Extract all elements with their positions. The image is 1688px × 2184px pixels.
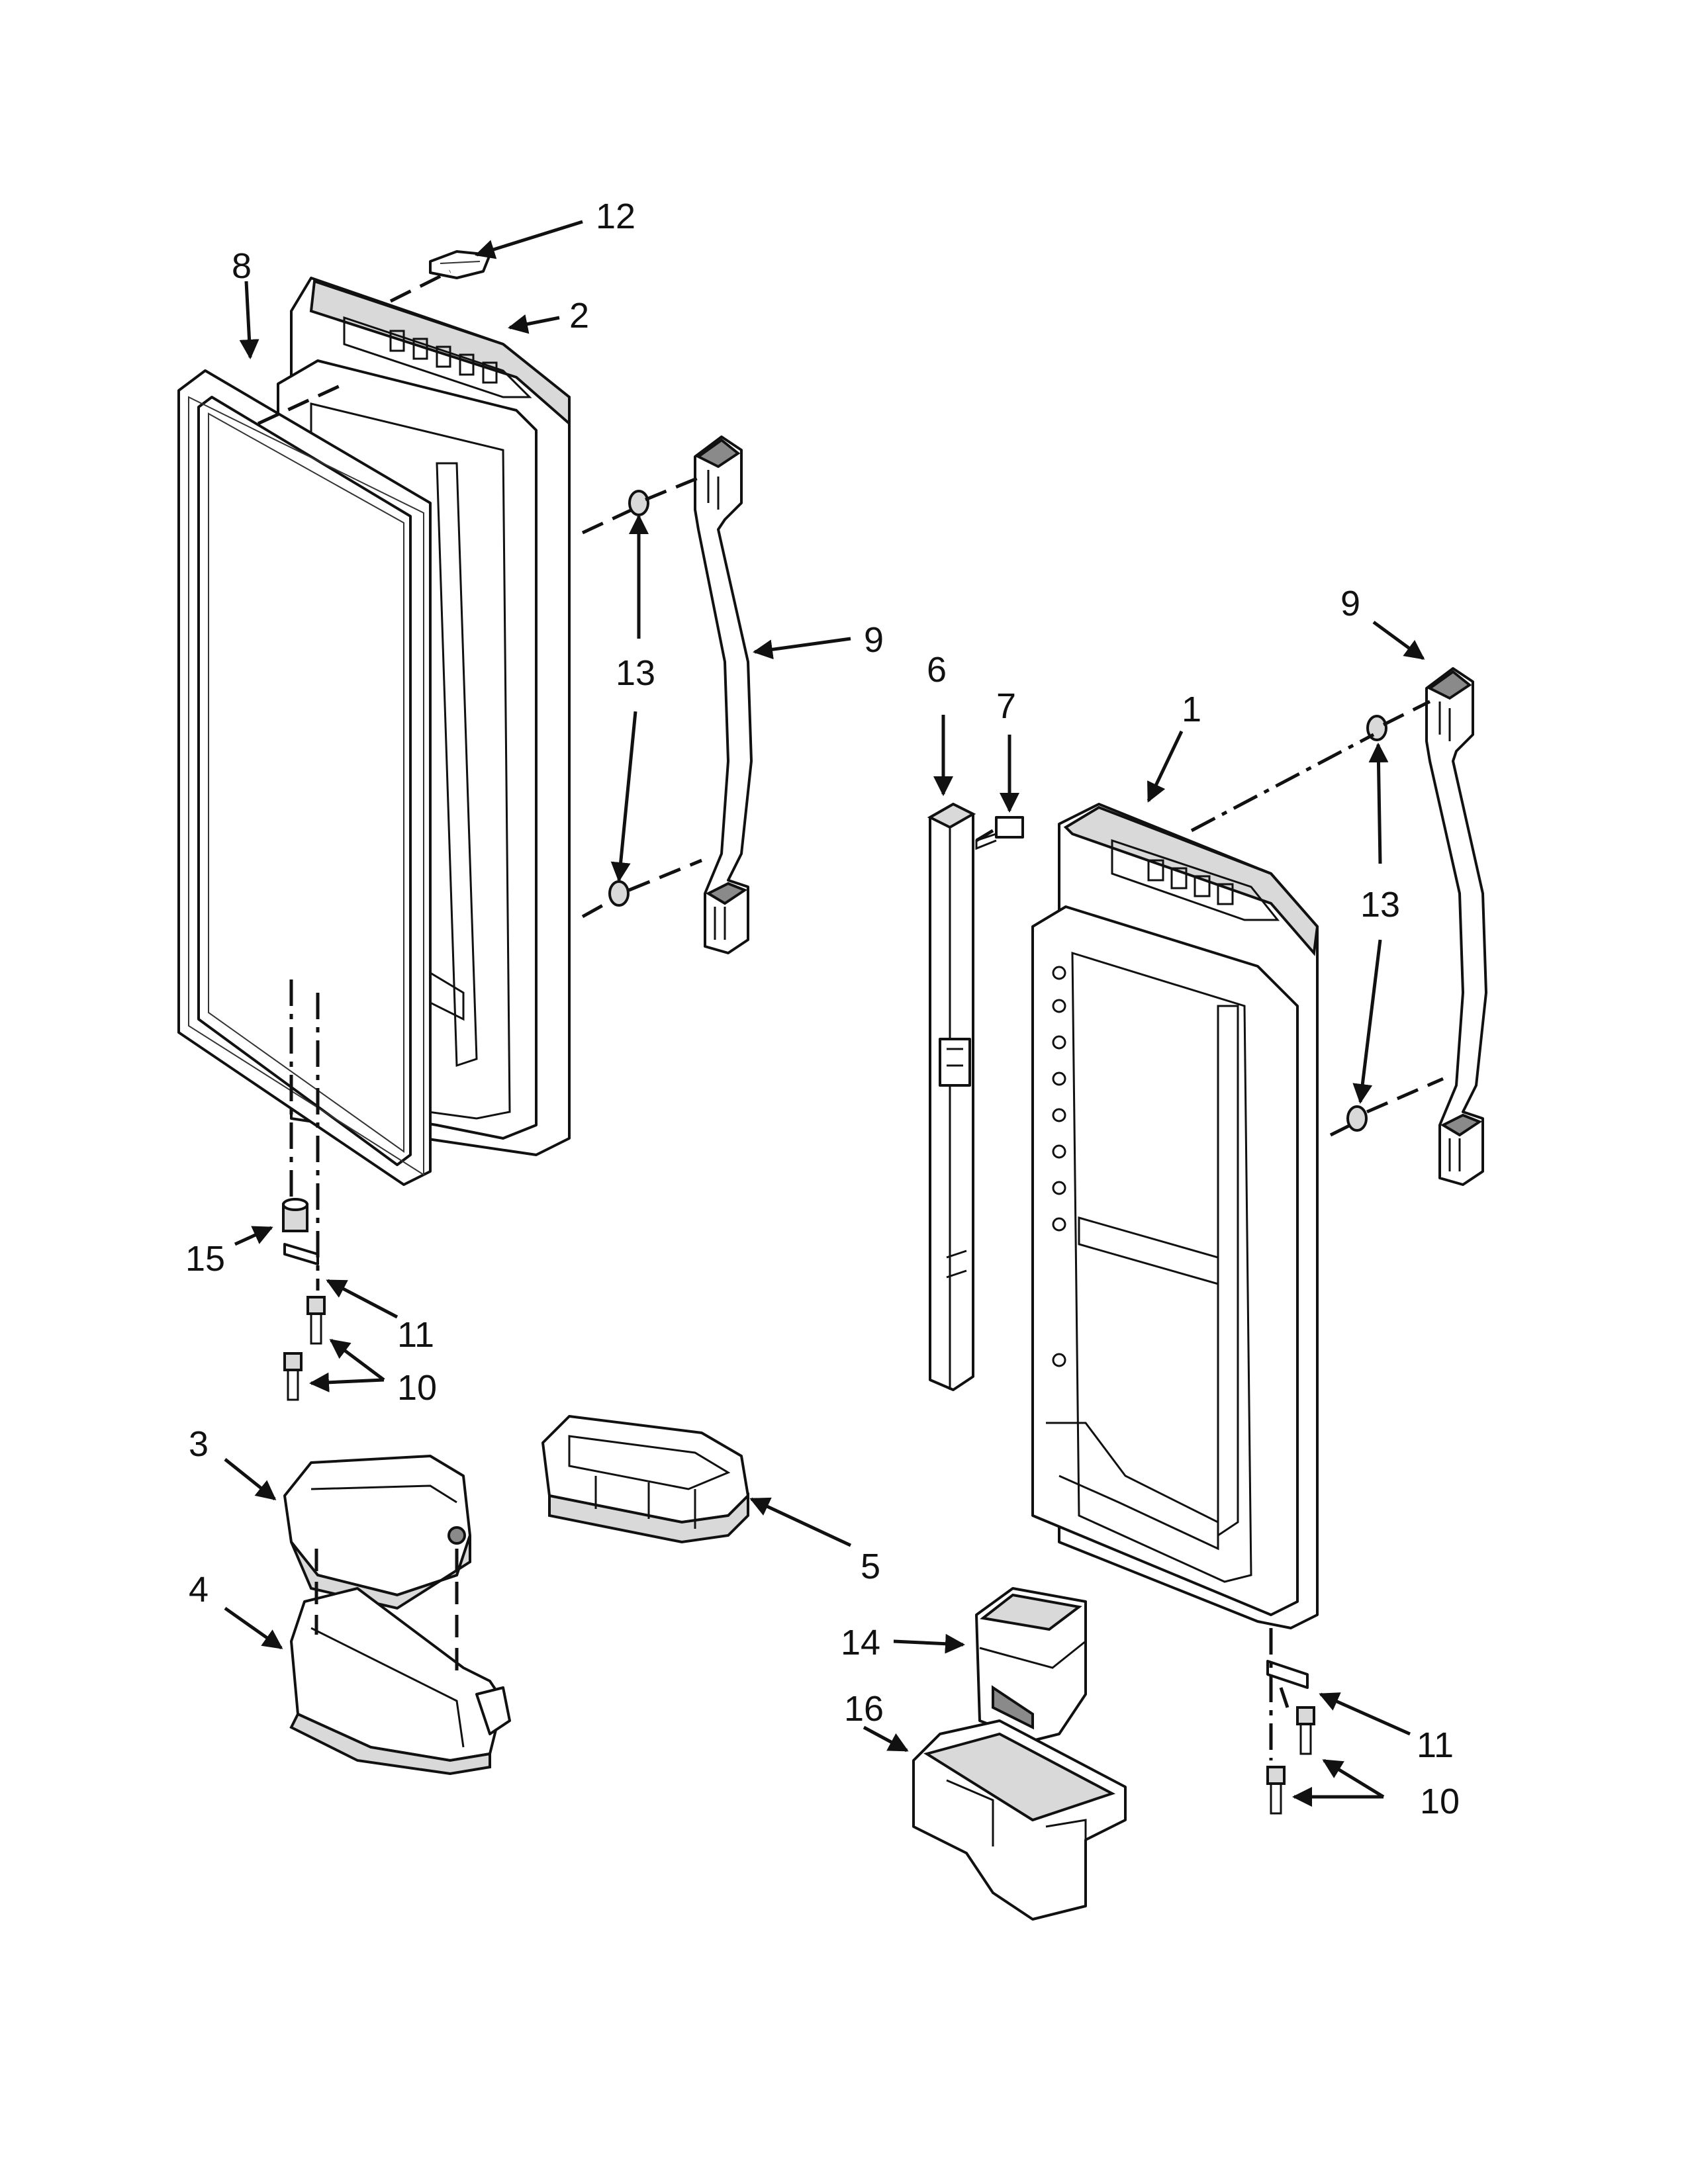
right-liner-vent-slots: [1147, 859, 1234, 905]
callout-11-right: 11: [1417, 1725, 1454, 1765]
callout-4: 4: [189, 1570, 209, 1610]
ice-bucket-upper: [975, 1587, 1087, 1742]
right-door-handle: [1425, 667, 1487, 1186]
callout-11-left: 11: [397, 1315, 434, 1355]
callout-12: 12: [596, 197, 635, 236]
callout-8: 8: [232, 246, 252, 286]
callout-10-right: 10: [1420, 1782, 1460, 1821]
left-handle-screws: [608, 490, 649, 907]
callout-3: 3: [189, 1424, 209, 1464]
door-shelf-bin: [541, 1415, 749, 1544]
right-hinge-hardware: [1266, 1660, 1315, 1815]
callout-9-left: 9: [864, 620, 884, 660]
callout-2: 2: [569, 296, 589, 336]
callout-1: 1: [1182, 690, 1201, 729]
dairy-door-cover: [283, 1455, 471, 1610]
dairy-door-bin: [289, 1587, 511, 1776]
callout-13-right: 13: [1360, 885, 1400, 925]
ice-bucket-lower: [912, 1719, 1127, 1921]
callout-9-right: 9: [1340, 584, 1360, 623]
left-hinge-hardware: [282, 1198, 326, 1401]
callout-15: 15: [185, 1239, 225, 1279]
leader-arrows: [224, 220, 1425, 1807]
left-door-handle: [694, 435, 753, 954]
callout-13-left: 13: [616, 653, 655, 693]
mullion-screw: [975, 816, 1024, 850]
right-liner-shelf-pegs: [1052, 966, 1066, 1367]
assembly-lines: [257, 269, 1444, 1760]
callout-5: 5: [861, 1547, 880, 1586]
vent-seal: [429, 250, 491, 279]
callout-6: 6: [927, 650, 947, 690]
callout-labels: 12 8 2 13 9 6 7 1 9 13 15 11 10 3 4 5 14…: [185, 197, 1460, 1821]
door-gasket: [177, 369, 432, 1186]
right-door-liner: [1031, 803, 1319, 1629]
callout-7: 7: [996, 686, 1016, 726]
callout-16: 16: [844, 1689, 884, 1729]
callout-14: 14: [841, 1623, 880, 1662]
callout-10-left: 10: [397, 1368, 437, 1408]
liner-vent-slots: [389, 330, 498, 384]
center-mullion: [927, 802, 976, 1391]
